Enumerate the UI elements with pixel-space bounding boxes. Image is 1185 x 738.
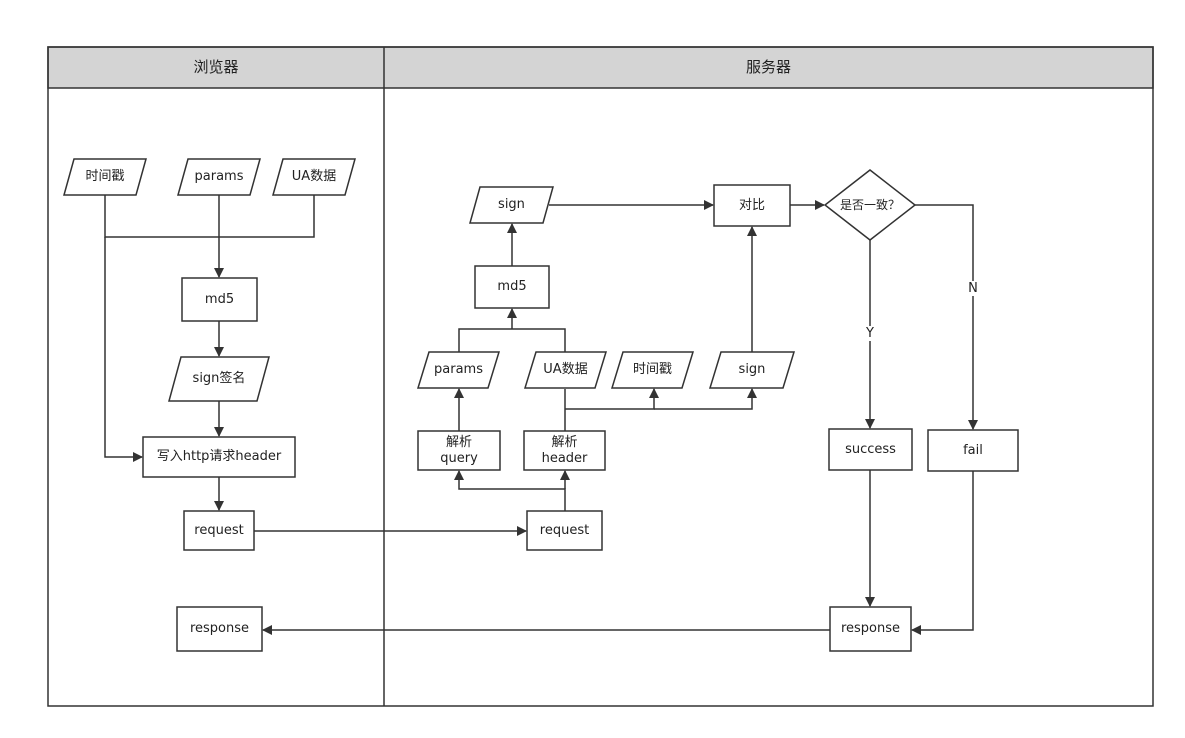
browser-md5-node: [181, 277, 258, 322]
server-parse-query-node: [417, 430, 501, 471]
edge-params-ua-merge: [458, 328, 566, 352]
server-ua-data-node: [523, 351, 608, 389]
edge-header-to-sign: [654, 388, 757, 410]
swimlane-frame: [47, 46, 1154, 707]
edge-label-no: N: [965, 281, 981, 296]
server-sign-out-node: [469, 186, 554, 224]
server-success-node: [828, 428, 913, 471]
server-md5-node: [474, 265, 550, 309]
edge-label-yes: Y: [862, 326, 878, 341]
browser-timestamp-node: [63, 158, 147, 196]
browser-ua-data-node: [272, 158, 356, 196]
lane-title-server: 服务器: [745, 58, 791, 76]
browser-response-node: [176, 606, 263, 652]
server-compare-node: [713, 184, 791, 227]
server-parse-header-node: [523, 430, 606, 471]
edge-timestamp-to-header: [104, 237, 143, 462]
edge-header-to-timestamp: [565, 388, 659, 410]
browser-sign-node: [168, 356, 270, 402]
server-sign-in-node: [708, 351, 796, 389]
edge-decision-no: [915, 204, 978, 430]
edge-fail-to-response: [911, 471, 974, 635]
server-decision-node: [823, 169, 917, 241]
browser-request-node: [183, 510, 255, 551]
server-request-node: [526, 510, 603, 551]
browser-write-header-node: [142, 436, 296, 478]
edge-ts-ua-merge: [104, 195, 315, 238]
server-fail-node: [927, 429, 1019, 472]
server-params-node: [416, 351, 501, 389]
browser-params-node: [177, 158, 261, 196]
edge-request-to-parse-query: [454, 470, 566, 511]
server-response-node: [829, 606, 912, 652]
lane-title-browser: 浏览器: [193, 58, 239, 76]
server-timestamp-node: [610, 351, 695, 389]
